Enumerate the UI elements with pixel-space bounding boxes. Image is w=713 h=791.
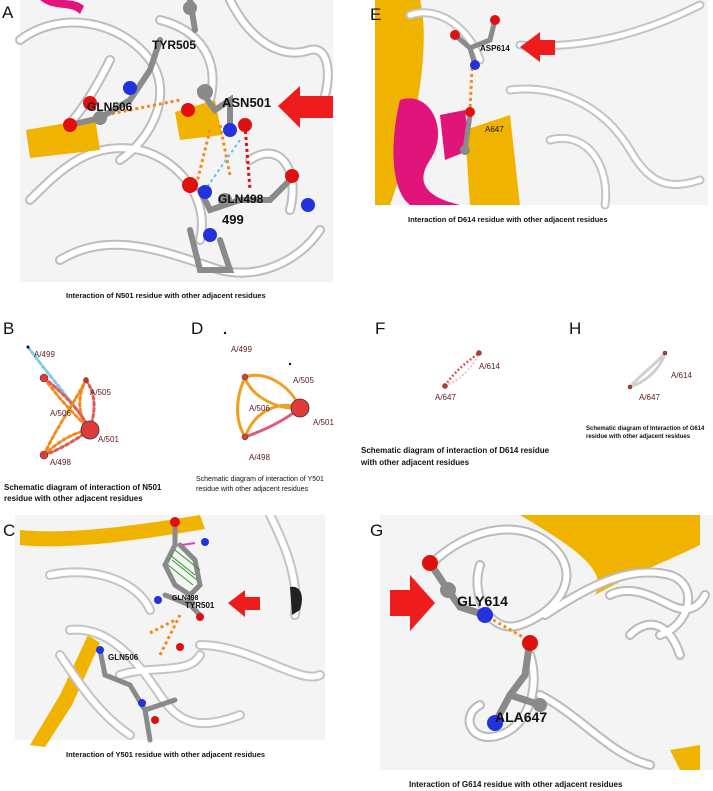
panel-g-render	[380, 515, 713, 770]
residue-label-gln506: GLN506	[108, 653, 139, 662]
panel-a-arrow	[278, 86, 333, 128]
panel-c-structure: C GLN498 TYR501 GLN506	[0, 515, 330, 750]
panel-d-schematic: D A/499 A/505 A/506 A/501 A/498	[185, 320, 360, 480]
panel-f-network	[442, 350, 482, 389]
node-label-501: A/501	[98, 435, 119, 444]
node-label-614: A/614	[671, 371, 692, 380]
panel-e-render	[375, 0, 708, 210]
node-label-501: A/501	[313, 418, 334, 427]
node-label-498: A/498	[249, 453, 270, 462]
panel-c-render	[15, 515, 325, 747]
panel-c-arrow	[228, 590, 260, 617]
panel-d-caption-line1: Schematic diagram of interaction of Y501	[196, 476, 324, 483]
panel-a-render	[0, 0, 333, 285]
panel-d-letter: D	[191, 320, 204, 338]
panel-h-schematic: H A/614 A/647	[555, 320, 713, 420]
panel-h-caption-line2: residue with other adjacent residues	[586, 434, 691, 440]
node-label-614: A/614	[479, 362, 500, 371]
residue-label-ala647: ALA647	[495, 709, 548, 725]
panel-e-letter: E	[370, 5, 382, 24]
residue-label-499: 499	[222, 212, 244, 227]
panel-f-caption-line2: with other adjacent residues	[361, 458, 470, 467]
panel-g-arrow	[390, 575, 435, 631]
panel-e-structure: E ASP614 A647	[370, 0, 713, 210]
panel-b-caption-line2: residue with other adjacent residues	[4, 494, 143, 503]
residue-label-a647: A647	[485, 125, 504, 134]
node-label-506: A/506	[50, 409, 71, 418]
panel-f-letter: F	[375, 320, 386, 338]
residue-label-asn501: ASN501	[222, 95, 272, 110]
panel-f-caption-line1: Schematic diagram of interaction of D614…	[361, 446, 550, 455]
node-label-647: A/647	[435, 393, 456, 402]
panel-d-network	[223, 331, 310, 441]
node-label-647: A/647	[639, 393, 660, 402]
panel-a-structure: A TYR505 GLN506 ASN501 GLN498 499	[0, 0, 333, 285]
panel-a-strand-left	[26, 118, 100, 158]
panel-c-caption: Interaction of Y501 residue with other a…	[66, 750, 266, 759]
panel-d-caption-line2: residue with other adjacent residues	[196, 486, 309, 493]
residue-label-gln498: GLN498	[172, 595, 199, 602]
panel-h-network	[627, 350, 668, 390]
panel-g-letter: G	[370, 521, 384, 540]
panel-b-network	[26, 345, 100, 460]
panel-e-arrow	[520, 32, 555, 62]
node-label-506: A/506	[249, 404, 270, 413]
panel-f-schematic: F A/614 A/647	[375, 320, 550, 420]
panel-b-letter: B	[3, 320, 15, 338]
residue-label-gln498: GLN498	[218, 192, 264, 206]
panel-c-letter: C	[3, 521, 16, 540]
panel-e-caption: Interaction of D614 residue with other a…	[408, 215, 608, 224]
residue-label-gly614: GLY614	[457, 593, 508, 609]
panel-b-caption-line1: Schematic diagram of interaction of N501	[4, 483, 162, 492]
node-label-498: A/498	[50, 458, 71, 467]
panel-a-caption: Interaction of N501 residue with other a…	[66, 291, 266, 300]
node-label-505: A/505	[293, 376, 314, 385]
node-label-505: A/505	[90, 388, 111, 397]
panel-b-schematic: B A/499 A/505 A/506 A/501 A/498	[0, 320, 180, 500]
residue-label-gln506: GLN506	[87, 100, 133, 114]
node-label-499: A/499	[34, 350, 55, 359]
panel-a-helix	[40, 0, 84, 14]
residue-label-tyr501: TYR501	[185, 601, 215, 610]
panel-h-letter: H	[569, 320, 582, 338]
residue-label-tyr505: TYR505	[152, 38, 197, 52]
panel-g-caption: Interaction of G614 residue with other a…	[409, 780, 623, 789]
panel-g-structure: G GLY614 ALA647	[370, 515, 713, 775]
residue-label-asp614: ASP614	[480, 44, 510, 53]
panel-a-letter: A	[2, 3, 14, 22]
node-label-499: A/499	[231, 345, 252, 354]
panel-h-caption-line1: Schematic diagram of Interaction of G614	[586, 426, 705, 432]
